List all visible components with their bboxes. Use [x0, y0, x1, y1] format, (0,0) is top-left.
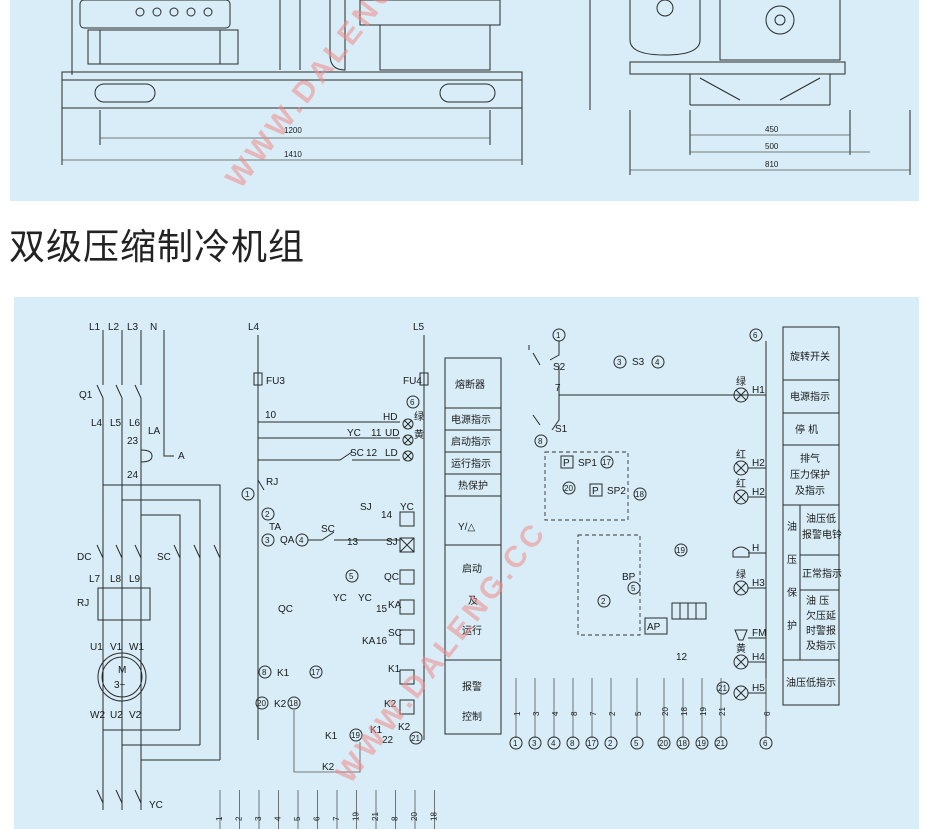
dim-1200: 1200	[284, 126, 302, 135]
dim-500: 500	[765, 142, 779, 151]
dim-810: 810	[765, 160, 779, 169]
top-drawing-panel	[10, 0, 919, 201]
dim-1410: 1410	[284, 150, 302, 159]
dim-450: 450	[765, 125, 779, 134]
valve-row	[135, 7, 213, 17]
right-view: 450 500 810	[589, 0, 911, 175]
watermark-top: WWW.DALENG.CC	[220, 0, 444, 194]
mechanical-drawing: 1200 1410 450 500 810 WWW.DALENG.CC	[61, 0, 911, 194]
section-title: 双级压缩制冷机组	[9, 227, 306, 268]
left-view: 1200 1410	[61, 0, 523, 165]
schematic-panel	[14, 297, 919, 829]
